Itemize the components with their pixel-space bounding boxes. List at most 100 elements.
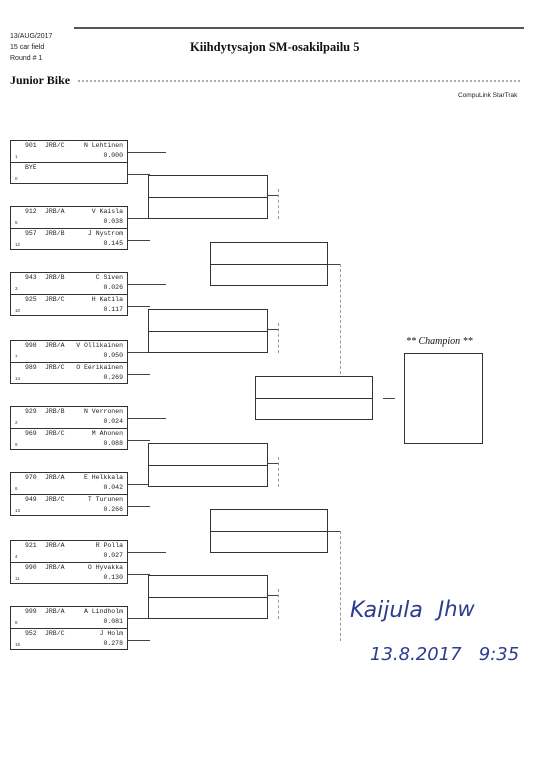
racer-name: R Polla: [95, 542, 123, 549]
reaction-time: 0.278: [103, 640, 123, 647]
round-number: Round # 1: [10, 55, 43, 62]
car-number: 949: [25, 496, 37, 503]
seed-number: 8: [15, 620, 18, 625]
car-number: 925: [25, 296, 37, 303]
racer-line: 999 JRB/A A Lindholm: [11, 608, 127, 617]
bracket-connector: [128, 284, 166, 285]
racer-line: 957 JRB/B J Nystrom: [11, 230, 127, 239]
racer-name: J Nystrom: [87, 230, 123, 237]
signature-datetime: 13.8.2017 9:35: [370, 644, 520, 665]
seed-number: 15: [15, 642, 21, 647]
bracket-connector: [383, 398, 395, 399]
bracket-connector: [128, 618, 166, 619]
seed-number: 7: [15, 354, 18, 359]
racer-name: O Eerikainen: [76, 364, 123, 371]
bracket-connector: [278, 589, 279, 619]
racer-name: N Verronen: [83, 408, 123, 415]
racer-name: C Siven: [95, 274, 123, 281]
car-class: JRB/C: [45, 496, 65, 503]
bracket-connector: [340, 264, 341, 374]
car-class: JRB/A: [45, 608, 65, 615]
round2-slot: [149, 176, 267, 198]
round3-slot: [211, 243, 327, 265]
racer-name: J Holm: [99, 630, 123, 637]
seed-number: 11: [15, 576, 20, 581]
car-number: 901: [25, 142, 37, 149]
bracket-connector: [268, 195, 278, 196]
bracket-connector: [128, 484, 166, 485]
bracket-connector: [128, 418, 166, 419]
signature-initials: Jhw: [438, 597, 475, 621]
car-number: 921: [25, 542, 37, 549]
seed-number: 3: [15, 286, 18, 291]
racer-name: T Turunen: [87, 496, 123, 503]
bracket-connector: [128, 240, 150, 241]
racer-line: 989 JRB/C O Eerikainen: [11, 364, 127, 373]
racer-name: V Kaisla: [91, 208, 123, 215]
reaction-time: 0.050: [103, 352, 123, 359]
final-box: [255, 376, 373, 420]
racer-name: A Lindholm: [83, 608, 123, 615]
round3-slot: [211, 510, 327, 532]
reaction-time: 0.145: [103, 240, 123, 247]
race-date: 13/AUG/2017: [10, 33, 53, 40]
reaction-time: 0.117: [103, 306, 123, 313]
bracket-connector: [128, 640, 150, 641]
round2-box: [148, 443, 268, 487]
bracket-connector: [128, 352, 166, 353]
racer-line: 949 JRB/C T Turunen: [11, 496, 127, 505]
reaction-time: 0.026: [103, 284, 123, 291]
bracket-connector: [340, 531, 341, 641]
bracket-connector: [128, 174, 150, 175]
reaction-time: 0.269: [103, 374, 123, 381]
racer-name: O Hyvakka: [87, 564, 123, 571]
car-class: JRB/A: [45, 208, 65, 215]
car-class: JRB/C: [45, 430, 65, 437]
top-rule: [74, 27, 524, 29]
car-number: 989: [25, 364, 37, 371]
round2-box: [148, 309, 268, 353]
seed-number: 2: [15, 420, 18, 425]
reaction-time: 0.130: [103, 574, 123, 581]
car-class: JRB/B: [45, 408, 65, 415]
bracket-connector: [128, 374, 150, 375]
bracket-connector: [128, 152, 166, 153]
seed-number: 10: [15, 308, 21, 313]
round2-slot: [149, 310, 267, 332]
seed-number: 5: [15, 220, 18, 225]
car-class: JRB/B: [45, 230, 65, 237]
car-number: 952: [25, 630, 37, 637]
car-number: 969: [25, 430, 37, 437]
bracket-connector: [278, 457, 279, 487]
bracket-connector: [128, 306, 150, 307]
car-number: 957: [25, 230, 37, 237]
field-size: 15 car field: [10, 44, 45, 51]
car-class: JRB/C: [45, 364, 65, 371]
dotted-divider: [78, 80, 520, 82]
car-class: JRB/C: [45, 296, 65, 303]
car-number: 999: [25, 608, 37, 615]
car-class: JRB/A: [45, 342, 65, 349]
bracket-connector: [268, 463, 278, 464]
